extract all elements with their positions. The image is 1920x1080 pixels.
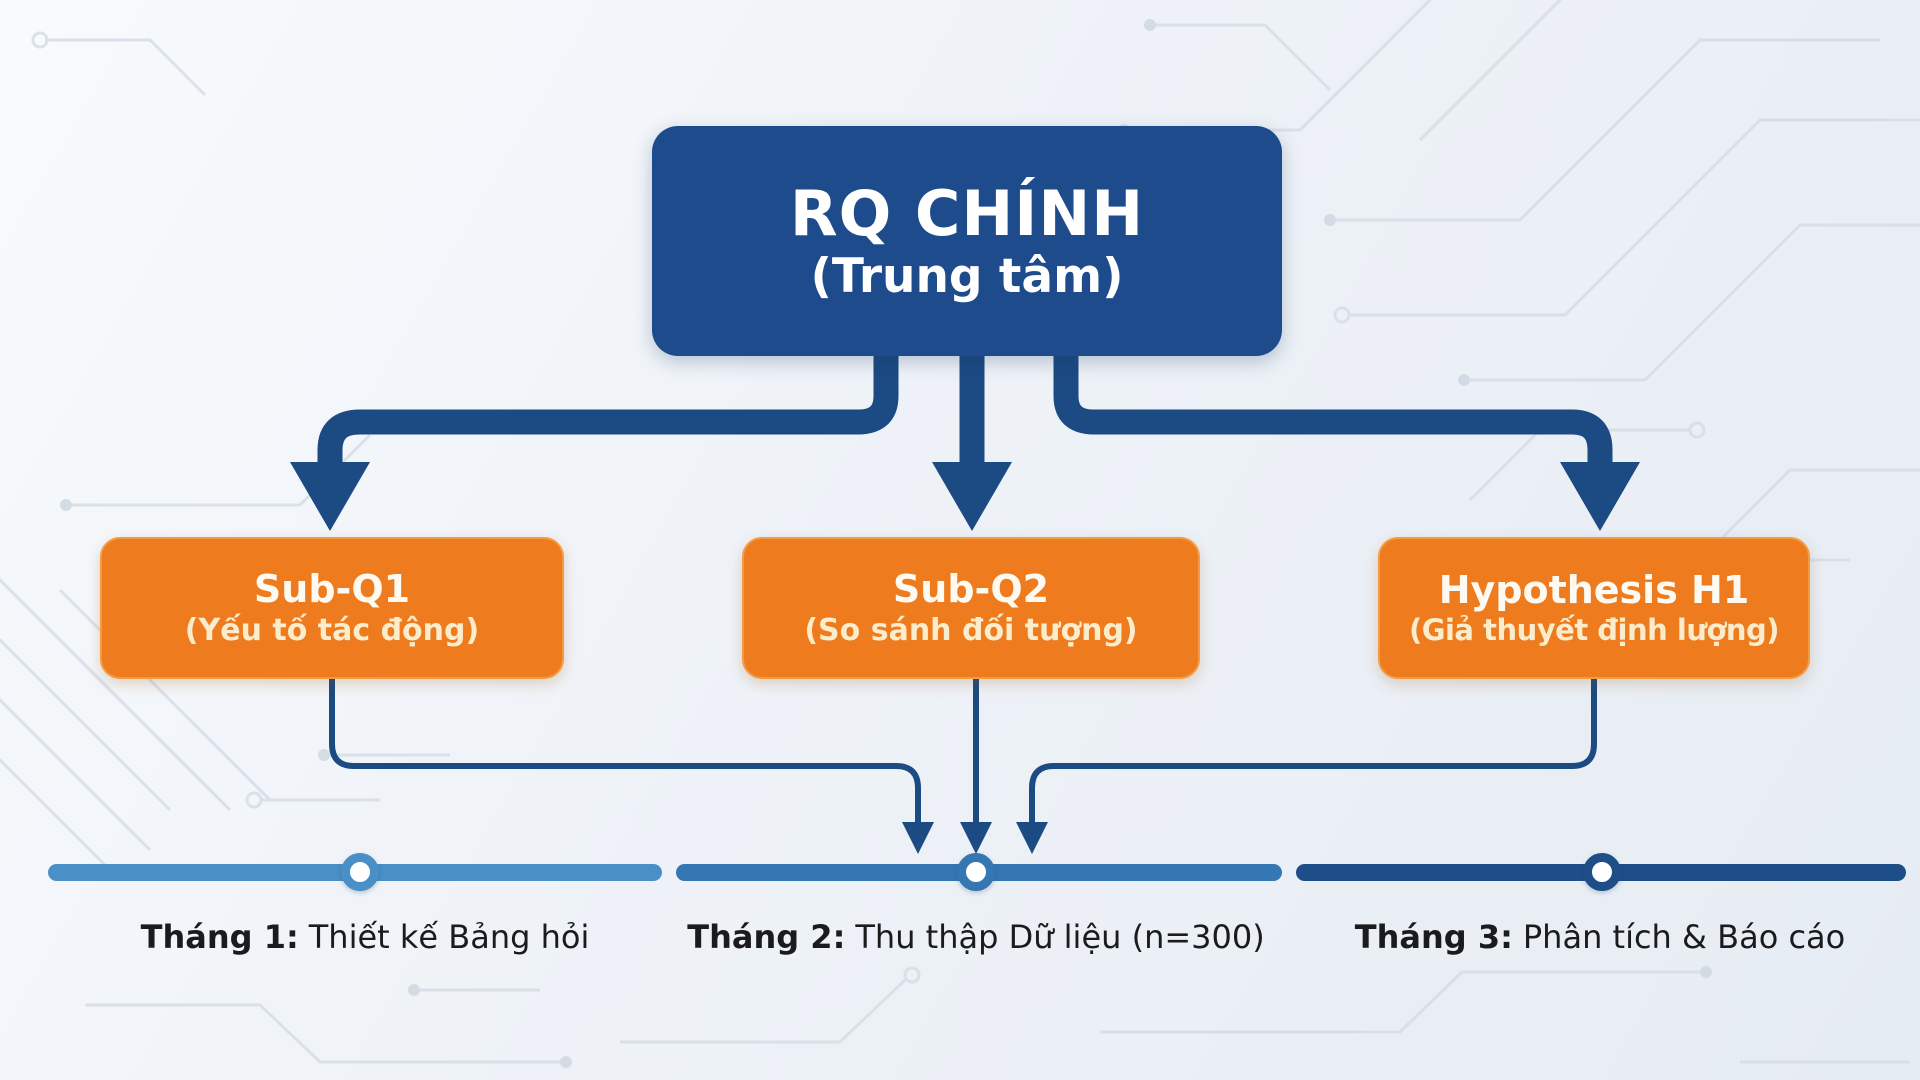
timeline-month1-prefix: Tháng 1: xyxy=(140,918,299,956)
timeline-node-month1 xyxy=(341,853,379,891)
sub-q1-title: Sub-Q1 xyxy=(253,567,411,612)
hypothesis-h1-subtitle: (Giả thuyết định lượng) xyxy=(1408,613,1780,648)
timeline-node-month3 xyxy=(1583,853,1621,891)
sub-q2-title: Sub-Q2 xyxy=(892,567,1050,612)
node-hypothesis-h1: Hypothesis H1 (Giả thuyết định lượng) xyxy=(1378,537,1810,679)
circuit-bottom xyxy=(85,966,1910,1068)
arrow-subq2-to-timeline xyxy=(960,679,992,854)
timeline-label-month2: Tháng 2:Thu thập Dữ liệu (n=300) xyxy=(687,918,1264,956)
node-sub-q2: Sub-Q2 (So sánh đối tượng) xyxy=(742,537,1200,679)
circuit-left xyxy=(0,31,450,882)
node-rq-main: RQ CHÍNH (Trung tâm) xyxy=(652,126,1282,356)
rq-main-subtitle: (Trung tâm) xyxy=(810,248,1124,304)
arrow-subq1-to-timeline xyxy=(329,679,934,854)
timeline-month3-task: Phân tích & Báo cáo xyxy=(1522,918,1846,956)
arrow-h1-to-timeline xyxy=(1016,679,1597,854)
timeline-month2-prefix: Tháng 2: xyxy=(687,918,846,956)
sub-q2-subtitle: (So sánh đối tượng) xyxy=(804,612,1138,648)
arrow-main-to-subq1 xyxy=(290,352,899,531)
timeline-label-month1: Tháng 1:Thiết kế Bảng hỏi xyxy=(141,918,590,956)
timeline-month2-task: Thu thập Dữ liệu (n=300) xyxy=(855,918,1265,956)
rq-main-title: RQ CHÍNH xyxy=(789,177,1145,251)
timeline-label-month3: Tháng 3:Phân tích & Báo cáo xyxy=(1355,918,1845,956)
arrow-main-to-h1 xyxy=(1053,352,1640,531)
sub-q1-subtitle: (Yếu tố tác động) xyxy=(184,612,480,648)
timeline-month1-task: Thiết kế Bảng hỏi xyxy=(308,918,590,956)
hypothesis-h1-title: Hypothesis H1 xyxy=(1438,567,1750,612)
node-sub-q1: Sub-Q1 (Yếu tố tác động) xyxy=(100,537,564,679)
timeline-node-month2 xyxy=(957,853,995,891)
timeline-month3-prefix: Tháng 3: xyxy=(1354,918,1513,956)
arrow-main-to-subq2 xyxy=(932,352,1012,531)
